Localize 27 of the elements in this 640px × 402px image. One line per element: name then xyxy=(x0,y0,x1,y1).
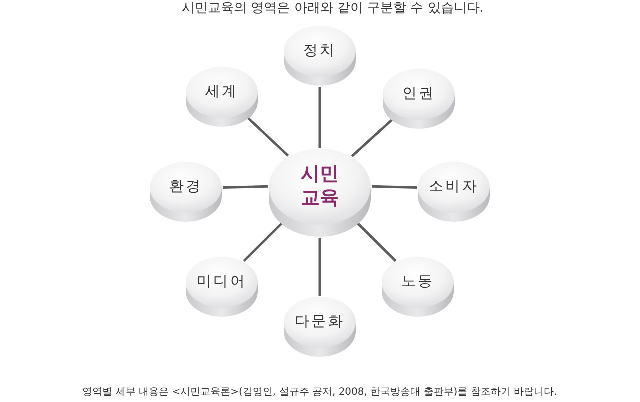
topic-disc xyxy=(149,161,223,223)
connector-line xyxy=(318,238,322,296)
topic-disc xyxy=(417,161,491,223)
disc-label: 정치 xyxy=(303,42,337,61)
disc-label: 노동 xyxy=(401,273,435,292)
disc-label: 시민 교육 xyxy=(300,163,340,211)
topic-disc xyxy=(382,68,456,130)
center-disc xyxy=(268,148,372,238)
topic-disc xyxy=(283,296,357,358)
connector-line xyxy=(351,118,394,158)
intro-text: 시민교육의 영역은 아래와 같이 구분할 수 있습니다. xyxy=(182,0,484,18)
disc-label: 미디어 xyxy=(196,273,248,292)
connector-line xyxy=(318,87,322,148)
disc-label: 다문화 xyxy=(294,313,346,332)
topic-disc xyxy=(185,66,259,128)
topic-disc xyxy=(283,25,357,87)
disc-label: 인권 xyxy=(402,85,436,104)
connector-line xyxy=(356,222,397,262)
connector-line xyxy=(372,185,418,190)
topic-disc xyxy=(381,256,455,318)
caption-text: 영역별 세부 내용은 <시민교육론>(김영인, 설규주 공저, 2008, 한국방송대 출판부)를 참조하기 바랍니다. xyxy=(82,386,558,400)
topic-disc xyxy=(185,256,259,318)
disc-label: 환경 xyxy=(169,178,203,197)
disc-label: 세계 xyxy=(205,83,239,102)
connector-line xyxy=(222,185,268,190)
disc-label: 소비자 xyxy=(428,178,480,197)
connector-line xyxy=(243,222,284,262)
